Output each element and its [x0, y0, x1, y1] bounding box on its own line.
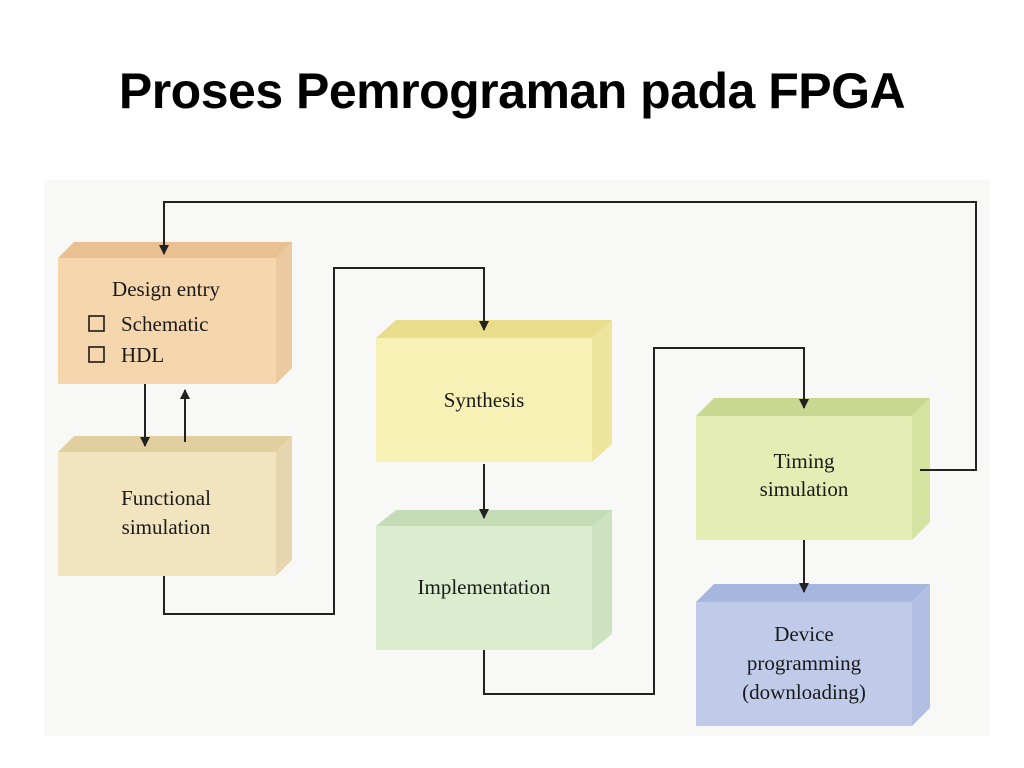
functional-simulation-box: Functional simulation: [58, 436, 292, 576]
fpga-flow-diagram: Design entry Schematic HDL Functional si…: [44, 180, 990, 736]
timing-simulation-box: Timing simulation: [696, 398, 930, 540]
functional-simulation-label-line2: simulation: [122, 515, 211, 539]
design-entry-box: Design entry Schematic HDL: [58, 242, 292, 384]
device-programming-label-line2: programming: [747, 651, 862, 675]
hdl-checkbox: [88, 346, 105, 363]
timing-simulation-label-line2: simulation: [760, 477, 849, 501]
device-programming-label-line1: Device: [774, 622, 833, 646]
implementation-label: Implementation: [418, 575, 551, 599]
design-entry-title: Design entry: [112, 277, 220, 301]
synthesis-box: Synthesis: [376, 320, 612, 462]
arrow-timing-to-design-entry: [159, 201, 977, 471]
device-programming-box: Device programming (downloading): [696, 584, 930, 726]
arrow-functional-to-synthesis: [163, 267, 489, 615]
implementation-box: Implementation: [376, 510, 612, 650]
functional-simulation-label-line1: Functional: [121, 486, 211, 510]
schematic-checkbox: [88, 315, 105, 332]
design-entry-option-hdl: HDL: [121, 343, 164, 367]
arrow-implementation-to-timing: [483, 347, 809, 695]
design-entry-option-schematic: Schematic: [121, 312, 208, 336]
connectors: [140, 201, 977, 695]
synthesis-label: Synthesis: [444, 388, 525, 412]
timing-simulation-label-line1: Timing: [773, 449, 835, 473]
device-programming-label-line3: (downloading): [742, 680, 866, 704]
slide-title: Proses Pemrograman pada FPGA: [118, 63, 906, 119]
